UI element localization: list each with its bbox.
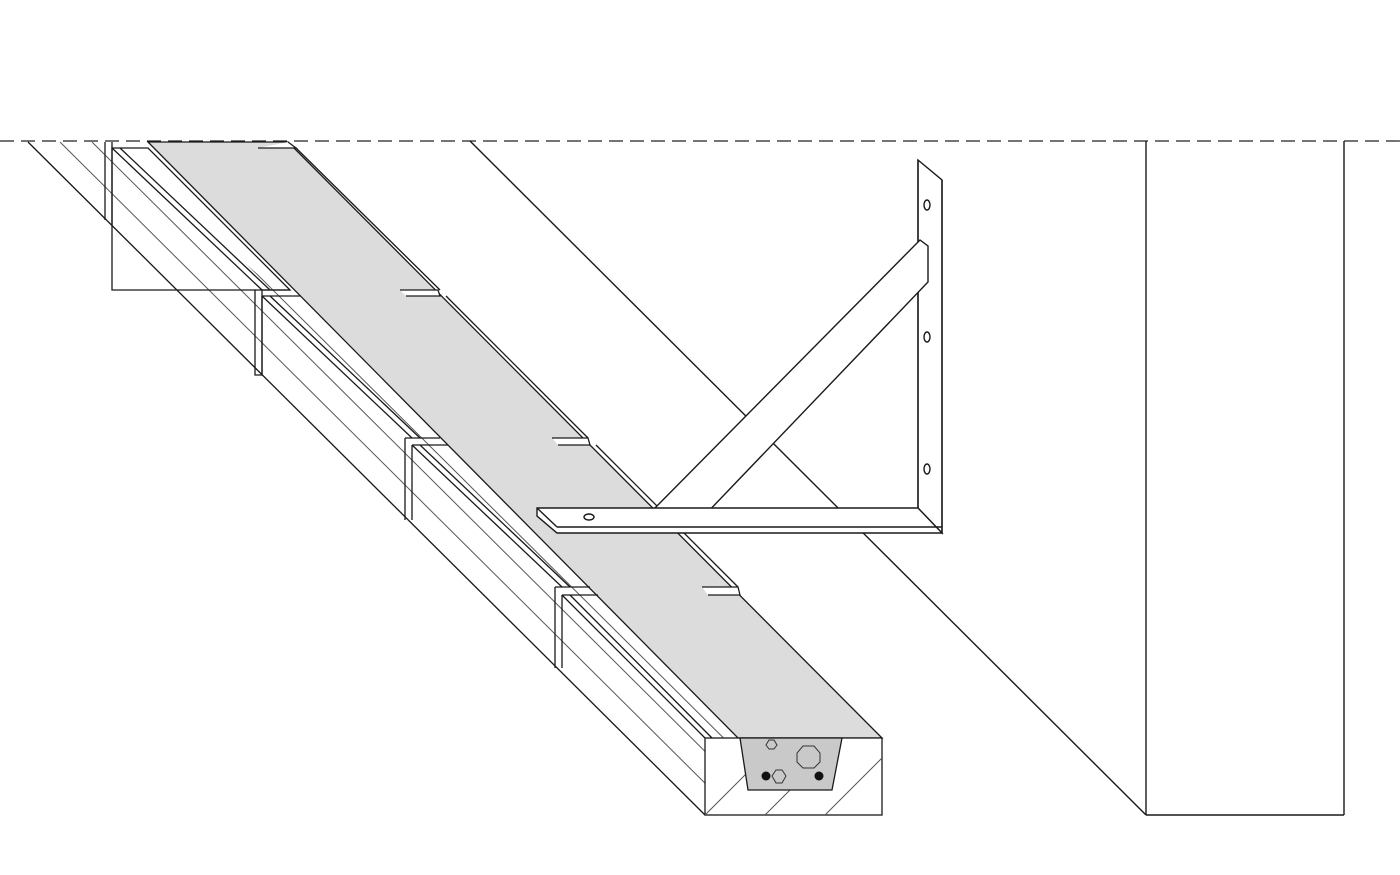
aggregate-small <box>771 769 787 784</box>
rebar-dot-right <box>814 771 824 781</box>
lintel-end-section <box>704 737 883 816</box>
bracket-horizontal-arm <box>536 507 944 534</box>
bracket-bolt-hole-2 <box>923 331 931 343</box>
masonry-wall <box>27 141 884 816</box>
bracket-arm-hole <box>583 513 595 521</box>
wall-panel <box>1145 141 1345 816</box>
bracket-diagonal-strut <box>648 239 929 519</box>
steel-bracket <box>536 158 944 535</box>
sloped-plane-edge <box>469 140 1147 816</box>
rebar-dot-left <box>761 771 771 781</box>
aggregate-tiny <box>765 739 778 750</box>
bracket-vertical-leg <box>917 158 943 535</box>
brick-courses <box>111 147 713 739</box>
lintel-section-core <box>739 737 843 791</box>
bracket-bolt-hole-1 <box>923 199 931 211</box>
bracket-bolt-hole-3 <box>923 463 931 475</box>
aggregate-large <box>796 745 821 769</box>
